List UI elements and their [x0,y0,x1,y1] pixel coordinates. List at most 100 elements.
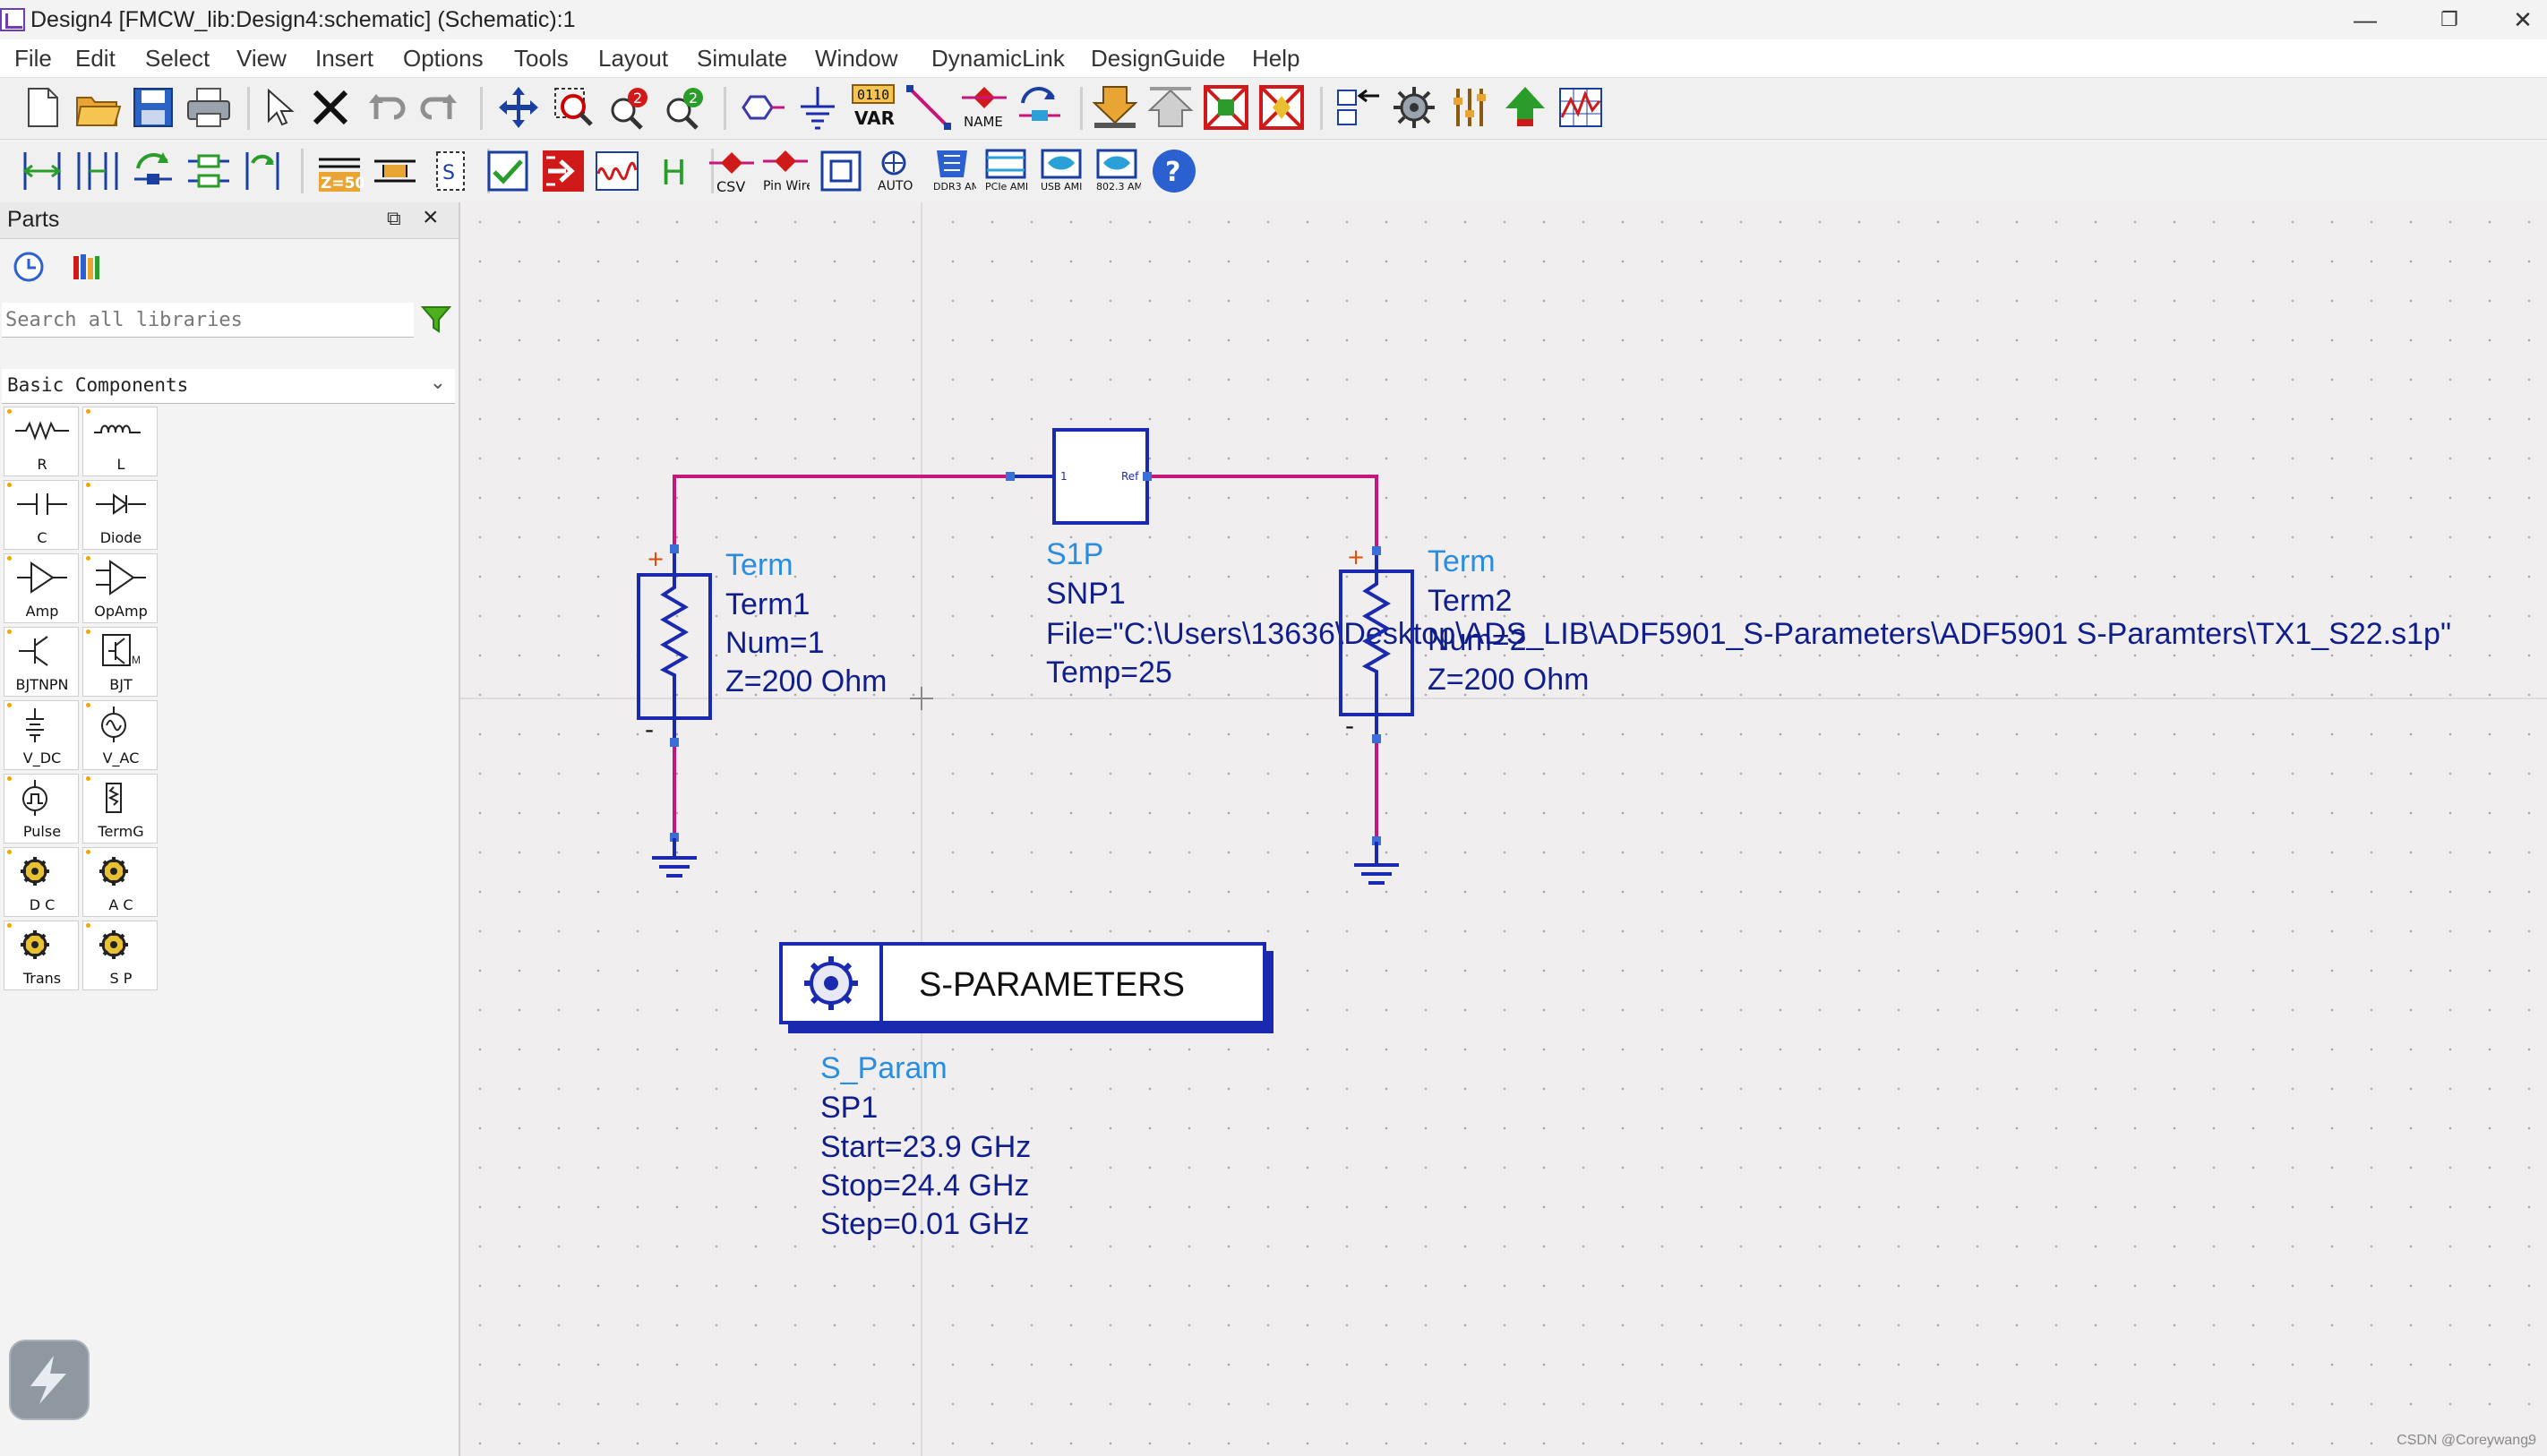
wave-display-icon[interactable] [593,147,641,195]
palette-bjt[interactable]: M BJT [82,627,158,697]
menu-simulate[interactable]: Simulate [697,45,788,72]
menu-select[interactable]: Select [145,45,210,72]
term1-num-label[interactable]: Num=1 [725,626,825,660]
term2-type-label[interactable]: Term [1428,544,1496,578]
mirror-icon[interactable] [184,147,233,195]
push-into-icon[interactable] [1334,83,1383,132]
ground-icon[interactable] [793,83,842,132]
select-pointer-icon[interactable] [253,83,301,132]
menu-dynamiclink[interactable]: DynamicLink [931,45,1065,72]
export-icon[interactable] [1146,83,1195,132]
sparam-name-label[interactable]: SP1 [820,1091,878,1125]
palette-resistor[interactable]: R [4,407,79,476]
term1-component[interactable]: + - [637,544,712,842]
run-simulation-icon[interactable] [539,147,587,195]
wire-icon[interactable] [905,83,953,132]
menu-options[interactable]: Options [403,45,484,72]
update-tool-icon[interactable] [1016,83,1064,132]
pcie-ami-icon[interactable]: PCIe AMI [982,145,1030,193]
palette-inductor[interactable]: L [82,407,158,476]
menu-help[interactable]: Help [1252,45,1300,72]
floating-tool-button[interactable] [9,1340,90,1420]
name-wire-icon[interactable]: NAME [960,81,1008,130]
sparameters-controller[interactable]: S-PARAMETERS [779,942,1274,1033]
menu-view[interactable]: View [236,45,287,72]
ddr3-ami-icon[interactable]: DDR3 AMI [928,145,982,193]
s1p-file-label[interactable]: File="C:\Users\13636\Desktop\ADS_LIB\ADF… [1046,617,2451,651]
check-design-icon[interactable] [484,147,532,195]
s1p-name-label[interactable]: SNP1 [1046,577,1126,611]
restore-button[interactable]: ❐ [2440,8,2458,30]
palette-termg[interactable]: TermG [82,774,158,844]
deactivate-icon[interactable] [1202,83,1250,132]
term2-z-label[interactable]: Z=200 Ohm [1428,663,1589,697]
align-equal-icon[interactable] [73,147,122,195]
chip-icon[interactable] [817,147,865,195]
palette-trans-sim[interactable]: Trans [4,921,79,990]
library-browser-icon[interactable] [70,251,102,283]
menu-layout[interactable]: Layout [598,45,669,72]
z50-term-icon[interactable]: Z=50 [315,147,365,195]
sparam-stop-label[interactable]: Stop=24.4 GHz [820,1169,1029,1203]
filter-icon[interactable] [421,304,451,335]
s-param-block-icon[interactable]: S [426,147,475,195]
history-icon[interactable] [13,251,45,283]
rotate-icon[interactable] [129,147,177,195]
library-select[interactable]: Basic Components ⌄ [2,369,455,404]
s1p-component[interactable]: 1 Ref [1006,428,1152,525]
palette-diode[interactable]: Diode [82,480,158,550]
harmonic-icon[interactable]: H [648,147,697,195]
term1-type-label[interactable]: Term [725,548,793,582]
pop-out-icon[interactable] [1501,83,1549,132]
s1p-type-label[interactable]: S1P [1046,537,1103,571]
simulation-settings-icon[interactable] [1390,83,1438,132]
palette-amp[interactable]: Amp [4,553,79,623]
usb-ami-icon[interactable]: USB AMI [1037,145,1085,193]
palette-bjtnpn[interactable]: BJTNPN [4,627,79,697]
palette-opamp[interactable]: OpAmp [82,553,158,623]
csv-source-icon[interactable]: CSV [708,145,756,195]
new-file-icon[interactable] [18,83,66,132]
menu-window[interactable]: Window [815,45,898,72]
tline-icon[interactable] [371,147,419,195]
zoom-out-icon[interactable]: 2 [659,83,708,132]
wire-net-2[interactable] [1147,475,1378,842]
sparam-start-label[interactable]: Start=23.9 GHz [820,1130,1031,1164]
term2-num-label[interactable]: Num=2 [1428,623,1527,657]
menu-tools[interactable]: Tools [514,45,569,72]
delete-icon[interactable] [306,83,355,132]
menu-designguide[interactable]: DesignGuide [1091,45,1226,72]
short-icon[interactable] [1257,83,1306,132]
term1-z-label[interactable]: Z=200 Ohm [725,664,887,698]
palette-pulse[interactable]: Pulse [4,774,79,844]
palette-capacitor[interactable]: C [4,480,79,550]
wire-net-1[interactable] [673,475,1010,838]
generate-layout-icon[interactable] [1091,83,1139,132]
menu-file[interactable]: File [14,45,52,72]
open-folder-icon[interactable] [73,83,122,132]
palette-sp-sim[interactable]: S P [82,921,158,990]
auto-sim-icon[interactable]: AUTO [872,145,921,193]
help-icon[interactable]: ? [1150,147,1198,195]
minimize-button[interactable]: — [2354,6,2377,33]
float-panel-icon[interactable]: ⧉ [387,207,401,229]
undo-icon[interactable] [362,83,410,132]
flip-icon[interactable] [238,147,287,195]
save-icon[interactable] [129,83,177,132]
term2-name-label[interactable]: Term2 [1428,584,1512,618]
s1p-temp-label[interactable]: Temp=25 [1046,655,1172,689]
zoom-area-icon[interactable] [550,83,598,132]
insert-port-icon[interactable] [738,83,786,132]
palette-vac[interactable]: V_AC [82,700,158,770]
menu-edit[interactable]: Edit [75,45,116,72]
palette-ac-sim[interactable]: A C [82,847,158,917]
palette-vdc[interactable]: V_DC [4,700,79,770]
term2-component[interactable]: + - [1339,544,1414,845]
pan-move-icon[interactable] [494,83,543,132]
ieee-ami-icon[interactable]: 802.3 AMI [1093,145,1145,193]
redo-icon[interactable] [416,83,464,132]
sparam-type-label[interactable]: S_Param [820,1051,948,1085]
close-panel-icon[interactable]: × [423,202,439,232]
search-input[interactable] [2,303,410,337]
